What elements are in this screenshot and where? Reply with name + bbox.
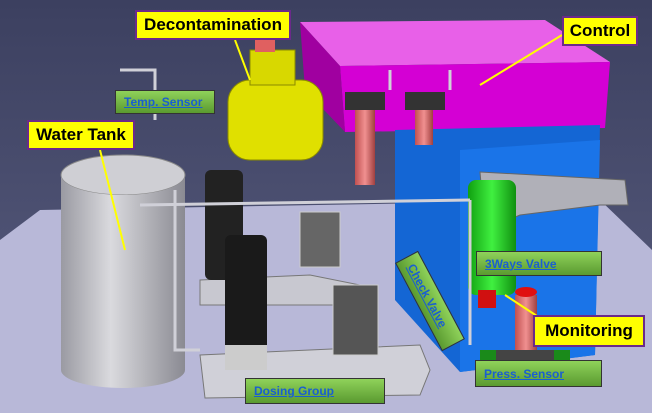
pressure-sensor [515, 295, 537, 355]
pipes [120, 68, 472, 352]
press-sensor-link[interactable]: Press. Sensor [475, 360, 602, 387]
control-box-side [300, 22, 345, 132]
dosing-valve-2 [332, 284, 379, 356]
cad-scene [0, 0, 652, 413]
control-sensor-2 [415, 110, 433, 145]
callout-water-tank: Water Tank [27, 120, 135, 150]
dosing-group-link[interactable]: Dosing Group [245, 378, 385, 404]
pump-2 [225, 235, 267, 365]
control-box-top [300, 20, 610, 66]
callout-decontamination: Decontamination [135, 10, 291, 40]
decontamination-pump [227, 40, 324, 161]
temp-sensor-link[interactable]: Temp. Sensor [115, 90, 215, 114]
water-tank-top [60, 154, 186, 196]
control-box [340, 62, 610, 132]
control-sensor-1 [355, 110, 375, 185]
callout-monitoring: Monitoring [533, 315, 645, 347]
dosing-valve-1 [299, 211, 341, 268]
callout-control: Control [562, 16, 638, 46]
three-ways-valve-link[interactable]: 3Ways Valve [476, 251, 602, 276]
three-way-valve [468, 180, 516, 295]
leader-lines [99, 34, 563, 319]
water-tank [61, 175, 185, 388]
